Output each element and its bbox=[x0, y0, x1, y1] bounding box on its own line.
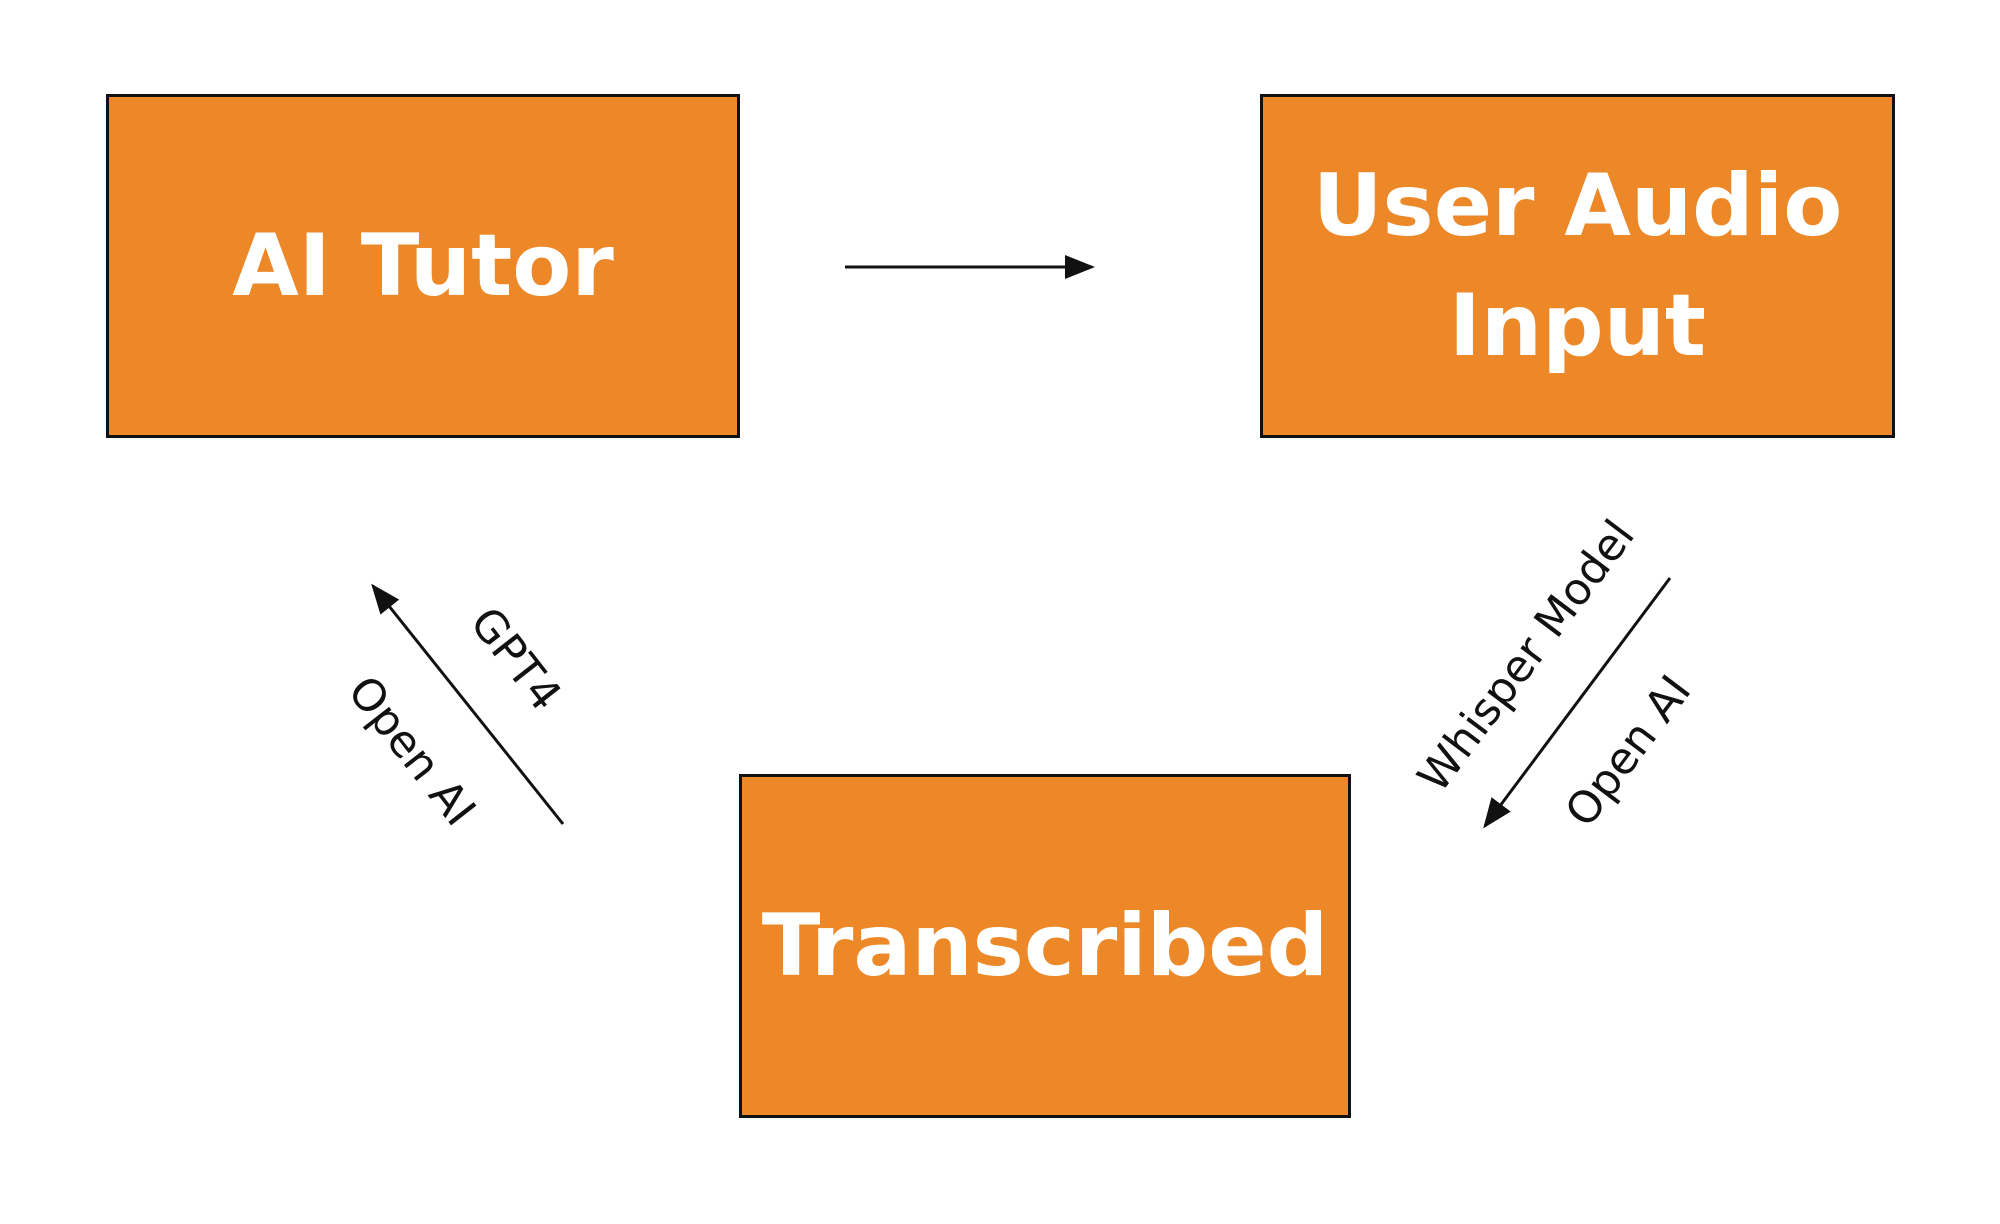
node-label-line-2: Input bbox=[1448, 276, 1707, 376]
node-label: Transcribed bbox=[761, 895, 1329, 996]
edge-audio-to-transcribed-arrow bbox=[1483, 577, 1672, 829]
edge-label-open-ai: Open AI bbox=[338, 667, 486, 836]
node-user-audio-input: User Audio Input bbox=[1260, 94, 1895, 438]
edge-label-gpt4: GPT4 bbox=[460, 598, 571, 720]
node-label-line-1: User Audio bbox=[1312, 155, 1843, 256]
node-transcribed: Transcribed bbox=[739, 774, 1351, 1118]
edge-transcribed-to-tutor-arrow bbox=[371, 583, 565, 825]
node-ai-tutor: AI Tutor bbox=[106, 94, 740, 438]
edge-label-open-ai: Open AI bbox=[1556, 666, 1702, 836]
node-label: AI Tutor bbox=[232, 215, 614, 316]
